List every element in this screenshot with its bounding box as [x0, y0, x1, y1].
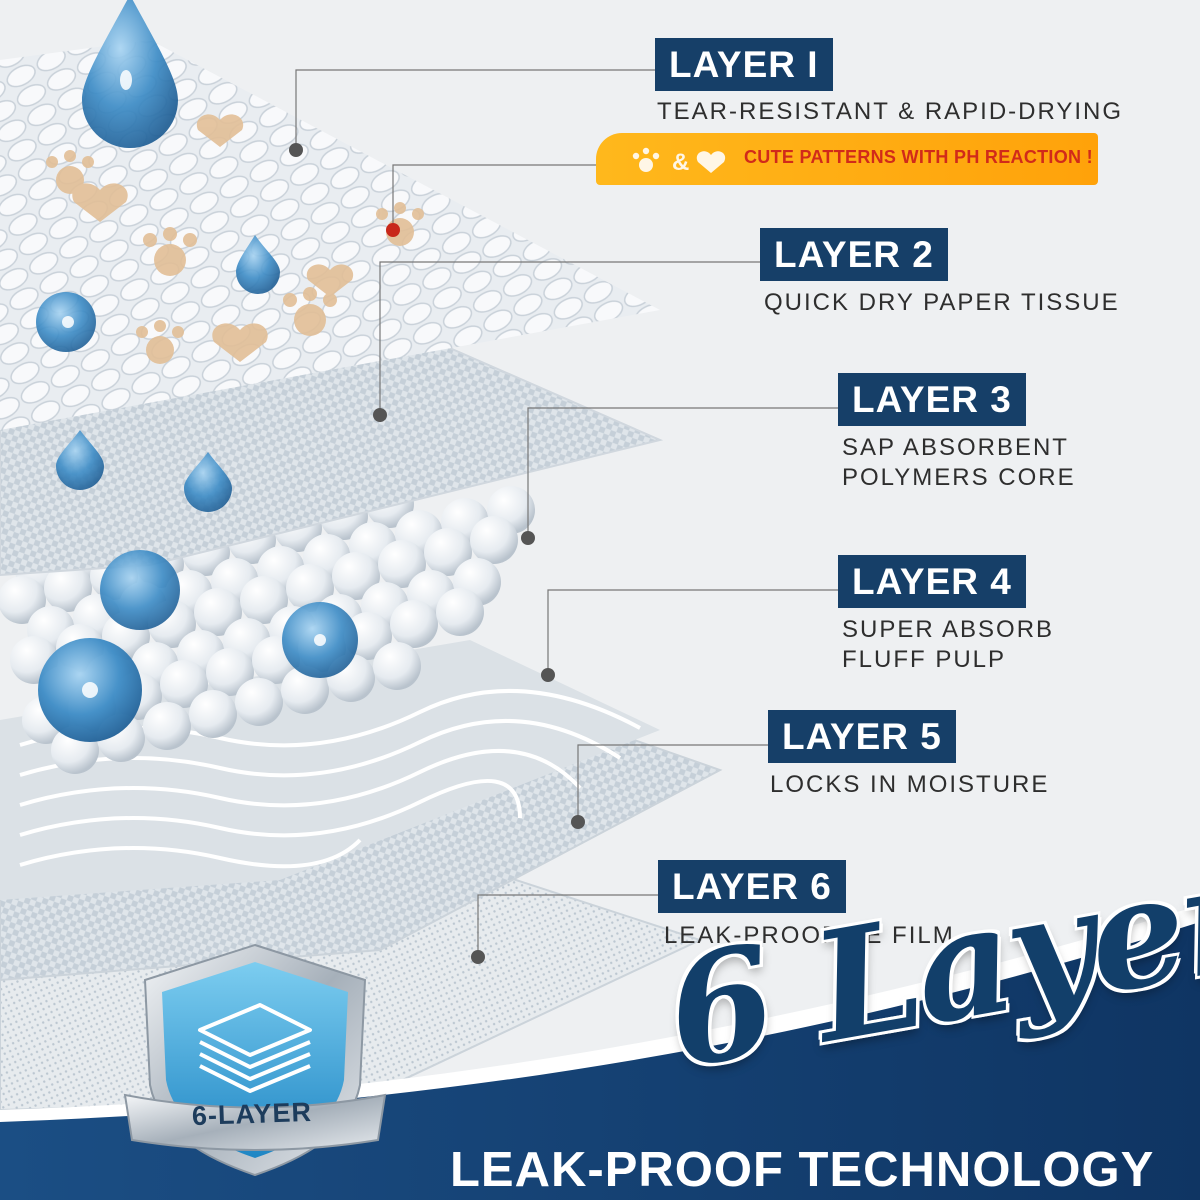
layer-6-label: LAYER 6	[658, 860, 846, 913]
layer-6-description: LEAK-PROOF PE FILM	[664, 922, 955, 949]
stacked-sheets-icon	[198, 1003, 312, 1093]
layer-1-description: TEAR-RESISTANT & RAPID-DRYING	[657, 98, 1124, 125]
polymer-ball	[160, 660, 208, 708]
polymer-ball	[206, 648, 254, 696]
paw-pattern	[46, 114, 424, 364]
layer-5-label: LAYER 5	[768, 710, 956, 763]
polymer-ball	[286, 564, 334, 612]
heart-icon	[696, 151, 726, 173]
layer-2-label: LAYER 2	[760, 228, 948, 281]
layer-1-label: LAYER I	[655, 38, 833, 91]
callout-text: CUTE PATTERNS WITH PH REACTION !	[744, 147, 1093, 167]
polymer-ball	[194, 588, 242, 636]
ampersand: &	[672, 149, 689, 176]
layer-3-description-line-1: SAP ABSORBENT	[842, 434, 1069, 461]
leader-lines	[295, 69, 838, 957]
polymer-ball	[378, 540, 426, 588]
layer-4-description-line-2: FLUFF PULP	[842, 646, 1007, 673]
polymer-ball	[143, 702, 191, 750]
layer-4-description-line-1: SUPER ABSORB	[842, 616, 1055, 643]
polymer-ball	[189, 690, 237, 738]
polymer-ball	[281, 666, 329, 714]
layer-2-description: QUICK DRY PAPER TISSUE	[764, 289, 1120, 316]
polymer-ball	[424, 528, 472, 576]
footer-tagline: LEAK-PROOF TECHNOLOGY	[450, 1143, 1155, 1197]
layer-5-description: LOCKS IN MOISTURE	[770, 771, 1050, 798]
layer-4-label: LAYER 4	[838, 555, 1026, 608]
polymer-ball	[0, 576, 46, 624]
layer-3-label: LAYER 3	[838, 373, 1026, 426]
polymer-ball	[373, 642, 421, 690]
polymer-ball	[332, 552, 380, 600]
polymer-ball	[235, 678, 283, 726]
polymer-ball	[44, 564, 92, 612]
layer-1-sheet	[0, 40, 660, 430]
leader-dots	[289, 143, 585, 964]
polymer-ball	[470, 516, 518, 564]
polymer-ball	[240, 576, 288, 624]
shield-badge	[123, 943, 387, 1177]
badge-label: 6-LAYER	[191, 1096, 313, 1132]
paw-icon	[632, 147, 660, 172]
water-droplets	[36, 0, 358, 742]
polymer-ball	[390, 600, 438, 648]
ph-reaction-callout: & CUTE PATTERNS WITH PH REACTION !	[596, 133, 1098, 185]
paw-heart-icons: &	[632, 147, 726, 176]
polymer-ball	[436, 588, 484, 636]
layer-3-description-line-2: POLYMERS CORE	[842, 464, 1076, 491]
